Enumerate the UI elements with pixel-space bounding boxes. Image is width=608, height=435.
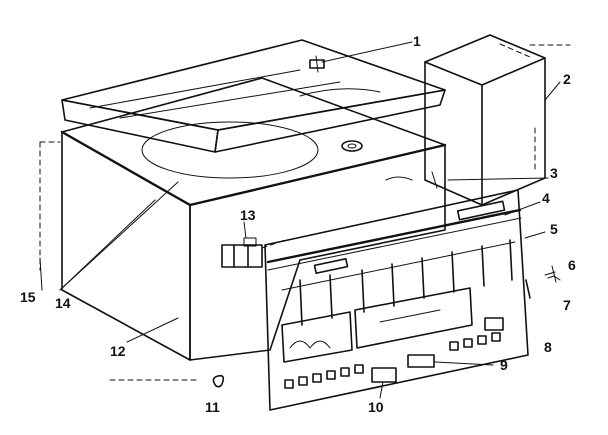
callout-5: 5: [550, 221, 558, 237]
part-12-cabinet: [60, 77, 447, 361]
callout-15: 15: [20, 289, 36, 305]
part-front-panel: [264, 189, 529, 411]
callouts: 1 2 3 4 5 6 7 8 9 10 11 12 13 14 15: [20, 33, 576, 415]
callout-14: 14: [55, 295, 71, 311]
callout-6: 6: [568, 257, 576, 273]
part-6-7-small-parts: [525, 265, 561, 299]
callout-3: 3: [550, 165, 558, 181]
callout-12: 12: [110, 343, 126, 359]
guide-lines: [39, 44, 571, 381]
callout-2: 2: [563, 71, 571, 87]
callout-8: 8: [544, 339, 552, 355]
part-9-knob: [407, 354, 435, 368]
button-row: [284, 332, 501, 389]
part-1-dust-cover: [61, 39, 446, 153]
part-10-knob: [371, 367, 397, 383]
callout-11: 11: [205, 399, 220, 415]
callout-7: 7: [563, 297, 571, 313]
callout-1: 1: [413, 33, 421, 49]
part-11-clip: [212, 374, 225, 388]
callout-4: 4: [542, 190, 550, 206]
callout-10: 10: [368, 399, 384, 415]
leader-lines: [39, 41, 561, 399]
slider-row: [281, 239, 516, 326]
callout-9: 9: [500, 357, 508, 373]
callout-13: 13: [240, 207, 256, 223]
